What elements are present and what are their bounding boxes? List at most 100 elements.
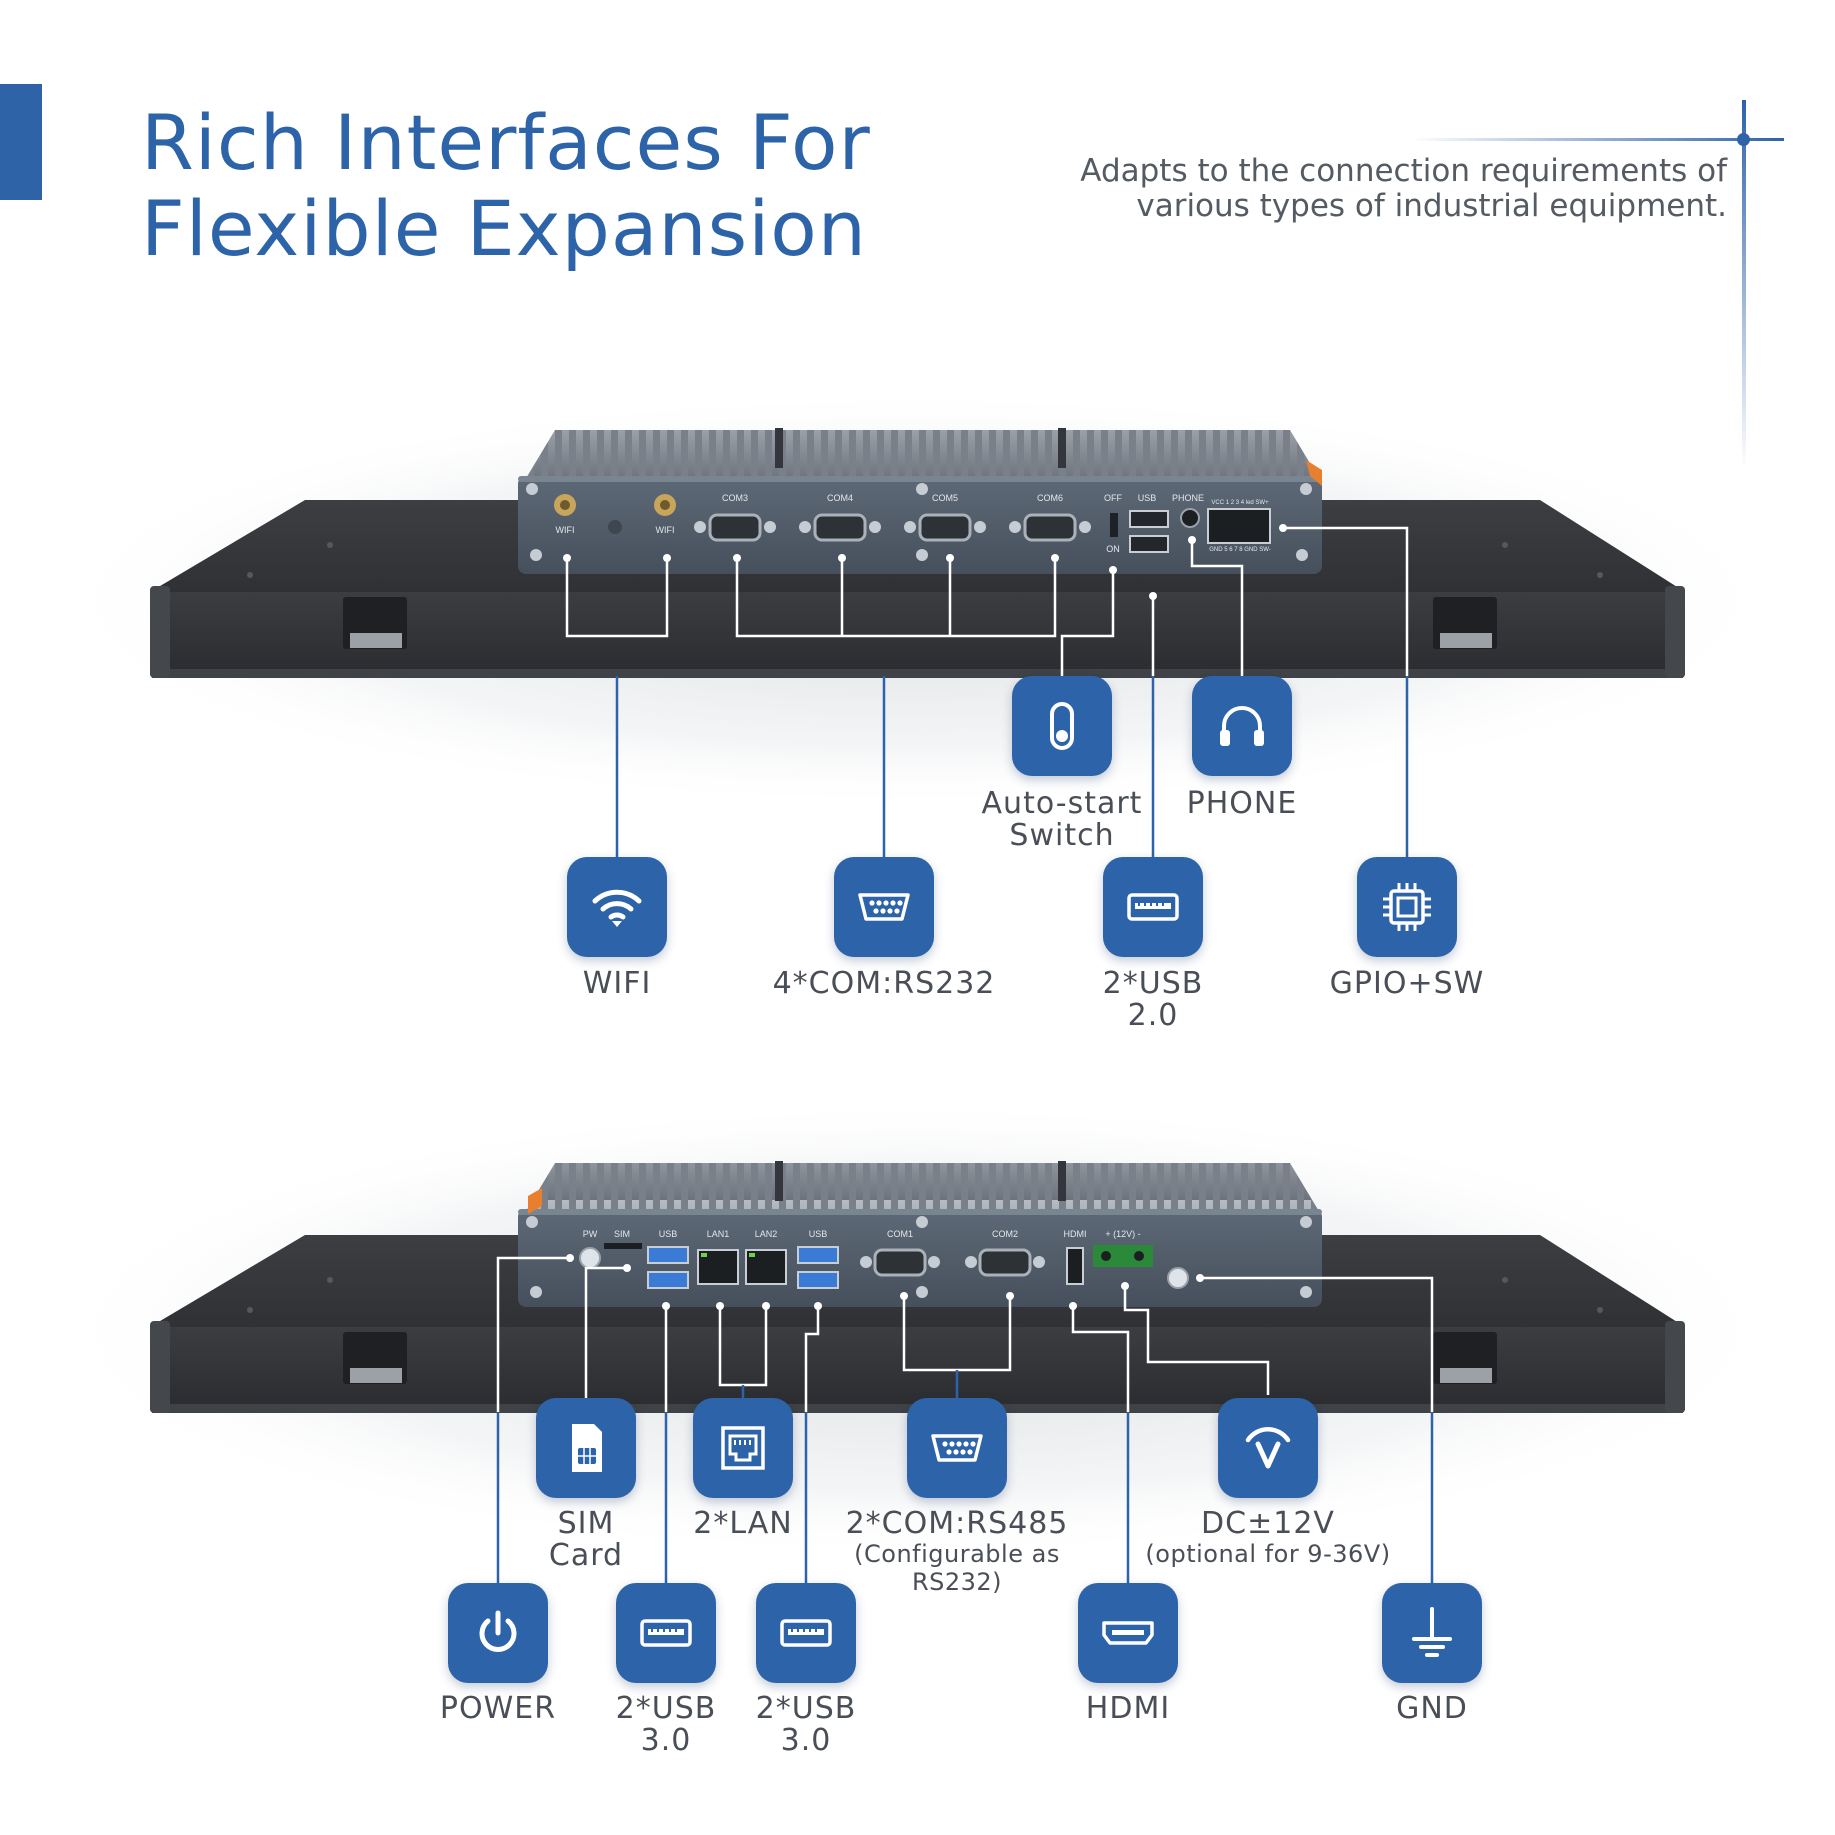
sim-card-icon [572,1424,602,1472]
label-line: Switch [1009,818,1115,853]
connector-line-usb3-right [804,1306,820,1412]
label-gpio-sw: GPIO+SW [1267,968,1547,1000]
heatsink-post [775,428,783,468]
title-line-1: Rich Interfaces For [141,98,871,187]
com-rs485-tile [907,1398,1007,1498]
top-chassis-bevel [518,476,1322,482]
chassis-screw [916,549,928,561]
top-panel-lip-left [150,586,170,678]
label-line: DC±12V [1201,1506,1335,1541]
connector-line-gnd [1200,1276,1434,1412]
connector-line-switch [1060,570,1115,676]
gpio-tile [1357,857,1457,957]
port-label-com2: COM2 [992,1229,1018,1239]
connector-dot [733,554,741,562]
port-label-com3: COM3 [722,493,748,503]
usb2-tile [1103,857,1203,957]
connector-dot [716,1302,724,1310]
connector-line-sim [584,1266,627,1412]
gpio-header [1207,508,1271,544]
dc-terminal-screw [1101,1251,1111,1261]
page-subtitle: Adapts to the connection requirements of… [1080,154,1727,224]
dc-terminal [1093,1245,1153,1267]
port-label-wifi: WIFI [656,525,675,535]
wifi-connector [554,494,576,516]
label-line: 4*COM:RS232 [772,966,996,1001]
chassis-screw [916,1216,928,1228]
com-port [965,1248,1045,1277]
connector-dot [1149,592,1157,600]
gnd-screw [1167,1267,1189,1289]
port-label-lan1: LAN1 [707,1229,730,1239]
chip-icon [1383,883,1431,931]
port-label-lan2: LAN2 [755,1229,778,1239]
com-port [904,513,986,542]
connector-dot [1051,554,1059,562]
connector-dot [946,554,954,562]
dc-power-tile [1218,1398,1318,1498]
port-label-gpio-bottom: GND 5 6 7 8 GND SW- [1209,547,1271,553]
com-port [799,513,881,542]
gnd-tile [1382,1583,1482,1683]
subtitle-line-1: Adapts to the connection requirements of [1080,153,1727,189]
port-label-on: ON [1106,544,1120,554]
port-label-wifi: WIFI [556,525,575,535]
top-panel-lip-right [1665,586,1685,678]
usb3-right-tile [756,1583,856,1683]
hdmi-tile [1078,1583,1178,1683]
panel-screw [1502,542,1508,548]
label-line: HDMI [1085,1691,1171,1726]
connector-dot [1279,524,1287,532]
usb-port-icon [1127,893,1179,921]
chassis-screw [526,483,538,495]
port-label-dc: + (12V) - [1105,1229,1140,1239]
chassis-screw [526,1216,538,1228]
label-line: SIM [557,1506,615,1541]
lan-led [701,1253,707,1257]
panel-screw [247,1307,253,1313]
connector-line-dc [1123,1286,1270,1395]
title-line-2: Flexible Expansion [141,184,867,273]
panel-screw [247,572,253,578]
mount-clip-left-plate [350,1368,402,1383]
panel-screw [1502,1277,1508,1283]
usb2-port [1129,510,1169,528]
lan-tile [693,1398,793,1498]
label-wifi: WIFI [477,968,757,1000]
label-usb2: 2*USB 2.0 [1013,968,1293,1032]
power-tile [448,1583,548,1683]
connector-dot [563,554,571,562]
ground-icon [1412,1607,1452,1657]
page-title: Rich Interfaces For Flexible Expansion [141,100,871,272]
hdmi-icon [1102,1621,1154,1645]
mount-clip-right-plate [1440,1368,1492,1383]
label-power: POWER [358,1693,638,1725]
port-label-off: OFF [1104,493,1122,503]
subtitle-line-2: various types of industrial equipment. [1136,188,1727,224]
chassis-screw [530,1286,542,1298]
usb3-port [647,1246,689,1264]
connector-dot [1109,566,1117,574]
top-heatsink [525,430,1320,480]
label-usb3-left: 2*USB 3.0 [526,1693,806,1757]
label-line: 2*USB [1102,966,1204,1001]
serial-port-icon [858,893,910,921]
label-line: PHONE [1186,786,1298,821]
connector-dot [623,1264,631,1272]
bottom-panel-lip-left [150,1321,170,1413]
label-lan: 2*LAN [603,1508,883,1540]
phone-jack [1180,508,1200,528]
com-port [694,513,776,542]
power-button [579,1247,601,1269]
hdmi-port [1066,1247,1084,1285]
ethernet-icon [721,1426,765,1470]
label-gnd: GND [1292,1693,1572,1725]
port-label-hdmi: HDMI [1064,1229,1087,1239]
dc-power-icon [1245,1427,1291,1469]
label-subline: (optional for 9-36V) [1145,1540,1391,1568]
port-label-gpio-top: VCC 1 2 3 4 led SW+ [1211,500,1269,506]
connector-line-gpio [1283,526,1409,676]
heatsink-post [1058,428,1066,468]
power-icon [479,1610,517,1652]
